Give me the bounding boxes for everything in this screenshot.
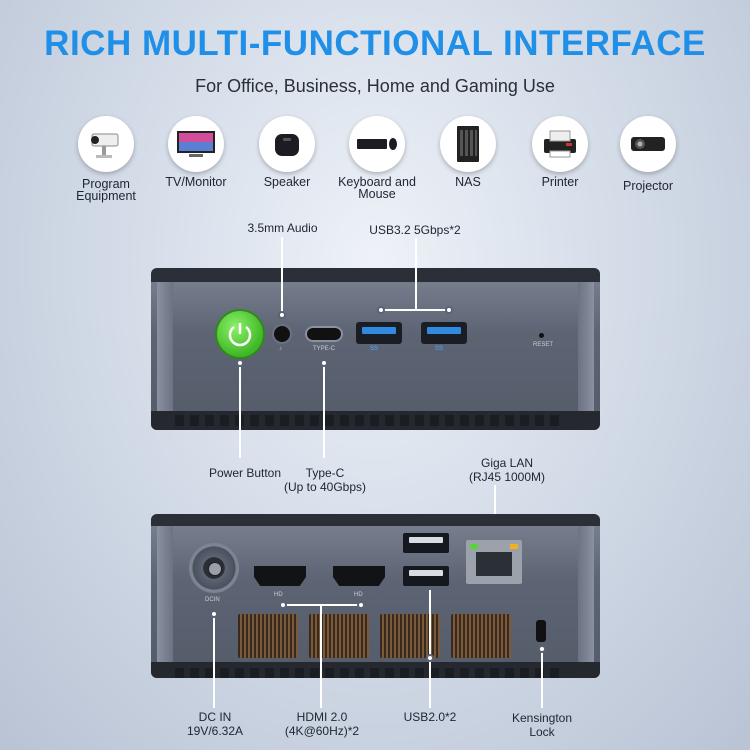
- reset-button[interactable]: [539, 333, 544, 338]
- hdmi-port-2[interactable]: [333, 566, 385, 586]
- device-label: Keyboard and: [338, 175, 416, 189]
- dc-silk: DCIN: [205, 597, 220, 603]
- hdmi-silk-1: HD: [274, 592, 283, 598]
- dc-in-port[interactable]: [189, 543, 239, 593]
- tv-monitor-icon: [168, 116, 224, 172]
- device-nas: NAS: [423, 116, 513, 188]
- page-subtitle: For Office, Business, Home and Gaming Us…: [195, 76, 555, 96]
- front-vent: [175, 415, 575, 426]
- device-label: TV/Monitor: [165, 175, 227, 189]
- lan-port[interactable]: [466, 540, 522, 584]
- device-label: Speaker: [263, 175, 311, 189]
- typec-label-line1: Type-C: [305, 466, 345, 480]
- lan-label-line1: Giga LAN: [480, 456, 534, 470]
- device-label: Projector: [622, 179, 674, 193]
- usb2-port-1[interactable]: [403, 533, 449, 553]
- kensington-lock-slot[interactable]: [536, 620, 546, 642]
- lan-label-line2: (RJ45 1000M): [468, 470, 546, 484]
- speaker-icon: [259, 116, 315, 172]
- vent-grill-4: [451, 614, 511, 658]
- hdmi-label: HDMI 2.0 (4K@60Hz)*2: [272, 710, 372, 738]
- nas-icon: [440, 116, 496, 172]
- power-button[interactable]: [217, 311, 263, 357]
- type-c-silk: TYPE-C: [313, 346, 336, 352]
- hdmi-port-1[interactable]: [254, 566, 306, 586]
- device-label-2: Mouse: [358, 187, 396, 201]
- typec-label: Type-C (Up to 40Gbps): [275, 466, 375, 494]
- dc-label-line1: DC IN: [198, 710, 232, 724]
- usb3-silk-2: SS: [435, 346, 444, 352]
- usb3-port-2[interactable]: [421, 322, 467, 344]
- lan-label: Giga LAN (RJ45 1000M): [452, 456, 562, 484]
- hdmi-label-line1: HDMI 2.0: [296, 710, 348, 724]
- typec-label-line2: (Up to 40Gbps): [283, 480, 367, 494]
- vent-grill-3: [380, 614, 440, 658]
- power-button-label: Power Button: [208, 466, 282, 480]
- device-label: Printer: [541, 175, 579, 189]
- device-label: NAS: [455, 175, 481, 189]
- security-camera-icon: [78, 116, 134, 172]
- device-projector: Projector: [603, 116, 693, 192]
- audio-jack[interactable]: [274, 326, 290, 342]
- reset-silk: RESET: [533, 342, 554, 348]
- usb3-label: USB3.2 5Gbps*2: [369, 223, 461, 237]
- usb2-port-2[interactable]: [403, 566, 449, 586]
- rear-chassis: [151, 514, 600, 678]
- device-printer: Printer: [515, 116, 605, 188]
- usb3-port-1[interactable]: [356, 322, 402, 344]
- keyboard-mouse-icon: [349, 116, 405, 172]
- vent-grill-2: [309, 614, 369, 658]
- device-speaker: Speaker: [242, 116, 332, 188]
- dc-in-label: DC IN 19V/6.32A: [170, 710, 260, 738]
- device-tv-monitor: TV/Monitor: [151, 116, 241, 188]
- kensington-label: Kensington Lock: [497, 711, 587, 739]
- hdmi-label-line2: (4K@60Hz)*2: [284, 724, 360, 738]
- headphone-icon: ♪: [279, 346, 282, 352]
- device-label-2: Equipment: [76, 189, 136, 203]
- printer-icon: [532, 116, 588, 172]
- rear-vent: [175, 668, 575, 678]
- hdmi-silk-2: HD: [354, 592, 363, 598]
- device-label: Program: [82, 177, 130, 191]
- page-title: RICH MULTI-FUNCTIONAL INTERFACE: [44, 24, 706, 63]
- usb2-label: USB2.0*2: [403, 710, 457, 724]
- dc-label-line2: 19V/6.32A: [186, 724, 244, 738]
- type-c-port[interactable]: [307, 328, 341, 340]
- projector-icon: [620, 116, 676, 172]
- vent-grill-1: [238, 614, 298, 658]
- audio-label: 3.5mm Audio: [247, 221, 318, 235]
- kensington-label-line1: Kensington: [511, 711, 573, 725]
- usb3-silk-1: SS: [370, 346, 379, 352]
- kensington-label-line2: Lock: [529, 725, 555, 739]
